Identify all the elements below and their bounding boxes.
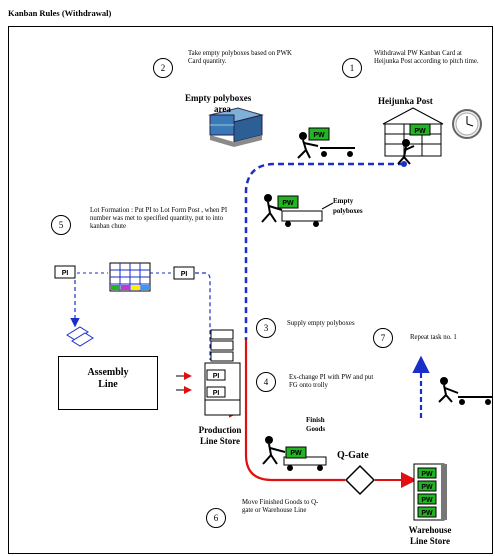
step-4-text: Ex-change PI with PW and put FG onto tro… xyxy=(289,374,374,389)
empty-area-label-2: area xyxy=(214,104,231,114)
diagram-frame xyxy=(8,26,493,554)
warehouse-label: Warehouse Line Store xyxy=(402,525,458,547)
svg-text:PW: PW xyxy=(313,132,325,139)
trolley-repeat xyxy=(438,377,492,405)
svg-text:PW: PW xyxy=(421,471,433,478)
assembly-label-1: Assembly xyxy=(87,367,129,378)
heijunka-route-dot xyxy=(401,161,407,167)
production-label-2: Line Store xyxy=(199,436,241,446)
assembly-line-box: Assembly Line xyxy=(58,356,158,410)
svg-text:PI: PI xyxy=(181,271,188,278)
blue-route-main xyxy=(244,162,404,340)
qgate-diamond xyxy=(344,464,376,496)
step-3-number: 3 xyxy=(256,318,276,338)
step-5-text: Lot Formation : Put PI to Lot Form Post … xyxy=(90,207,228,230)
finish-label-1: Finish xyxy=(306,416,325,424)
svg-text:PW: PW xyxy=(414,128,426,135)
svg-text:PI: PI xyxy=(213,373,220,380)
assembly-label-2: Line xyxy=(98,379,118,390)
step-6-number: 6 xyxy=(206,508,226,528)
warehouse-line-store: PW PW PW PW xyxy=(413,463,447,521)
trolley-empty: PW xyxy=(261,194,334,227)
red-route xyxy=(244,340,345,482)
svg-text:PW: PW xyxy=(421,484,433,491)
step-2-text: Take empty polyboxes based on PWK Card q… xyxy=(188,50,292,65)
lot-form-post xyxy=(109,262,151,292)
lot-loop-right xyxy=(195,272,211,360)
production-label-1: Production xyxy=(198,425,242,435)
svg-text:PI: PI xyxy=(62,270,69,277)
empty-polyboxes-stack xyxy=(208,107,264,147)
trolley-upper: PW xyxy=(297,127,355,159)
empty-area-label-1: Empty polyboxes xyxy=(185,93,252,103)
empty-polyboxes-label-2: polyboxes xyxy=(333,207,363,215)
step-5-number: 5 xyxy=(51,215,71,235)
qgate-label: Q-Gate xyxy=(337,450,369,461)
page-title: Kanban Rules (Withdrawal) xyxy=(8,8,112,18)
warehouse-label-1: Warehouse xyxy=(408,525,452,535)
svg-text:PW: PW xyxy=(421,510,433,517)
step-3-text: Supply empty polyboxes xyxy=(287,320,355,327)
trolley-finish-goods: PW xyxy=(262,436,327,471)
step-7-number: 7 xyxy=(373,328,393,348)
step-1-text: Withdrawal PW Kanban Card at Heijunka Po… xyxy=(374,50,479,65)
step-4-number: 4 xyxy=(256,372,276,392)
warehouse-label-2: Line Store xyxy=(409,536,451,546)
heijunka-post-illustration: PW xyxy=(382,107,444,157)
svg-text:PW: PW xyxy=(282,200,294,207)
step-2-number: 2 xyxy=(153,58,173,78)
pi-card-left: PI xyxy=(54,265,76,279)
step-6-text: Move Finished Goods to Q-gate or Warehou… xyxy=(242,499,319,514)
pi-card-right: PI xyxy=(173,266,195,280)
step-7-text: Repeat task no. 1 xyxy=(410,334,457,341)
svg-text:PW: PW xyxy=(421,497,433,504)
svg-text:PI: PI xyxy=(213,390,220,397)
empty-polyboxes-label-1: Empty xyxy=(333,197,354,205)
svg-text:PW: PW xyxy=(290,450,302,457)
production-line-store: PI PI xyxy=(204,329,241,416)
worker-heijunka xyxy=(397,139,415,165)
clock-icon xyxy=(452,109,482,139)
production-label: Production Line Store xyxy=(190,425,250,447)
heijunka-label: Heijunka Post xyxy=(378,96,433,106)
step-1-number: 1 xyxy=(342,58,362,78)
kanban-chute-icon xyxy=(66,326,94,347)
finish-label-2: Goods xyxy=(306,425,326,433)
